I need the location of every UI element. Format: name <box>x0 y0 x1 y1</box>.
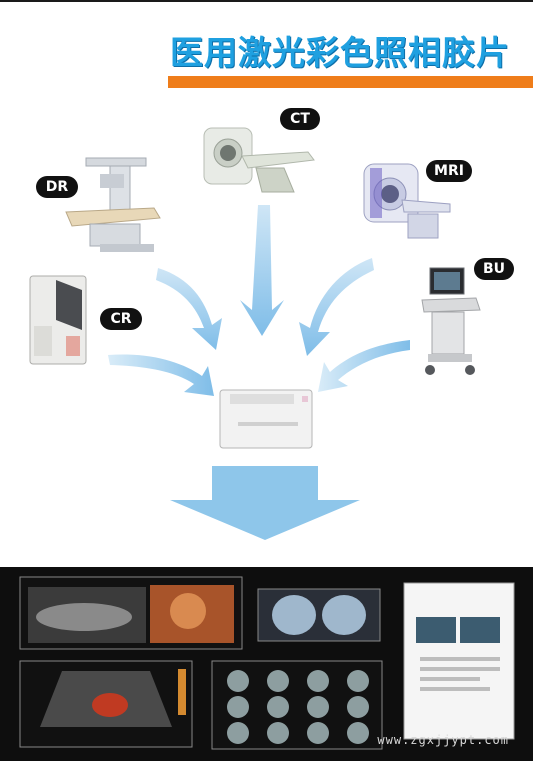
cr-reader-image <box>29 275 87 365</box>
film-samples-images <box>19 576 515 750</box>
arrow-ct <box>240 205 284 336</box>
arrow-mri <box>299 258 374 356</box>
top-border-line <box>0 0 533 2</box>
label-cr: CR <box>100 308 142 330</box>
laser-printer-image <box>219 389 313 449</box>
watermark-url: www.zgxjjypt.com <box>377 733 509 747</box>
label-dr: DR <box>36 176 78 198</box>
ct-scanner-image <box>203 127 315 193</box>
arrow-cr <box>108 354 214 396</box>
arrow-output <box>170 466 360 540</box>
label-bu: BU <box>474 258 514 280</box>
label-ct: CT <box>280 108 320 130</box>
mri-scanner-image <box>363 163 451 239</box>
arrow-bu <box>318 340 410 392</box>
label-mri: MRI <box>426 160 472 182</box>
ultrasound-machine-image <box>421 267 481 375</box>
dr-machine-image <box>65 157 161 252</box>
page-title: 医用激光彩色照相胶片 <box>170 33 510 72</box>
arrow-dr <box>156 268 222 350</box>
film-samples-panel: www.zgxjjypt.com <box>0 567 533 761</box>
flow-arrows <box>108 205 410 540</box>
title-underline-bar <box>168 76 533 88</box>
